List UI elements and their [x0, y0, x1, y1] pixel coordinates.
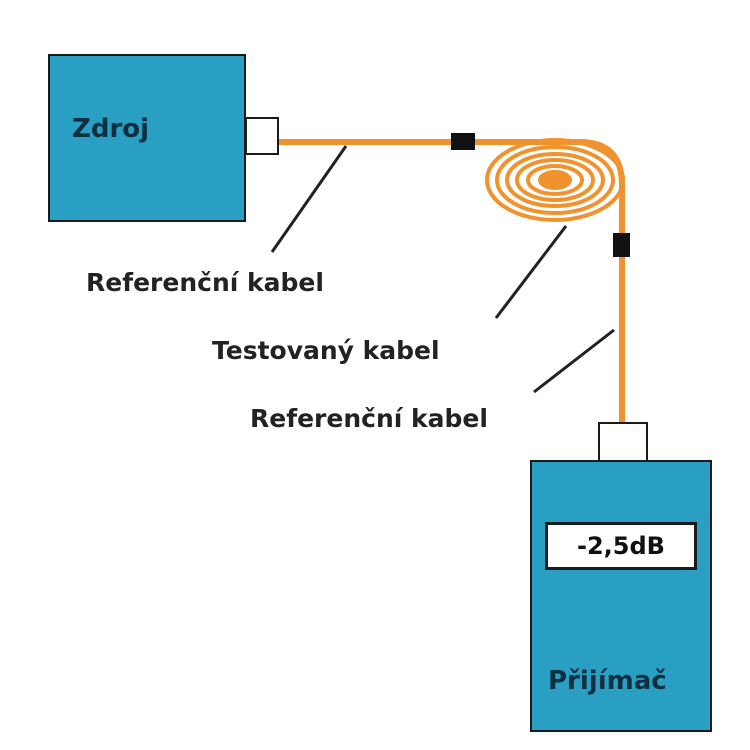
source-label: Zdroj — [72, 114, 150, 144]
reference-cable-2-label: Referenční kabel — [250, 404, 488, 433]
connector-1 — [451, 133, 475, 150]
leader-line-reference-1 — [270, 145, 348, 253]
tested-cable-exit — [579, 139, 625, 234]
receiver-label: Přijímač — [548, 666, 667, 696]
reference-cable-1-label: Referenční kabel — [86, 268, 324, 297]
source-port — [245, 117, 279, 155]
tested-cable-label: Testovaný kabel — [212, 336, 440, 365]
tested-cable-coil — [485, 138, 625, 222]
receiver-device — [530, 460, 712, 732]
connector-2 — [613, 233, 630, 257]
leader-line-tested — [494, 225, 568, 319]
leader-line-reference-2 — [533, 328, 615, 394]
receiver-port — [598, 422, 648, 462]
display-value: -2,5dB — [577, 532, 665, 560]
receiver-display: -2,5dB — [545, 522, 697, 570]
source-device — [48, 54, 246, 222]
